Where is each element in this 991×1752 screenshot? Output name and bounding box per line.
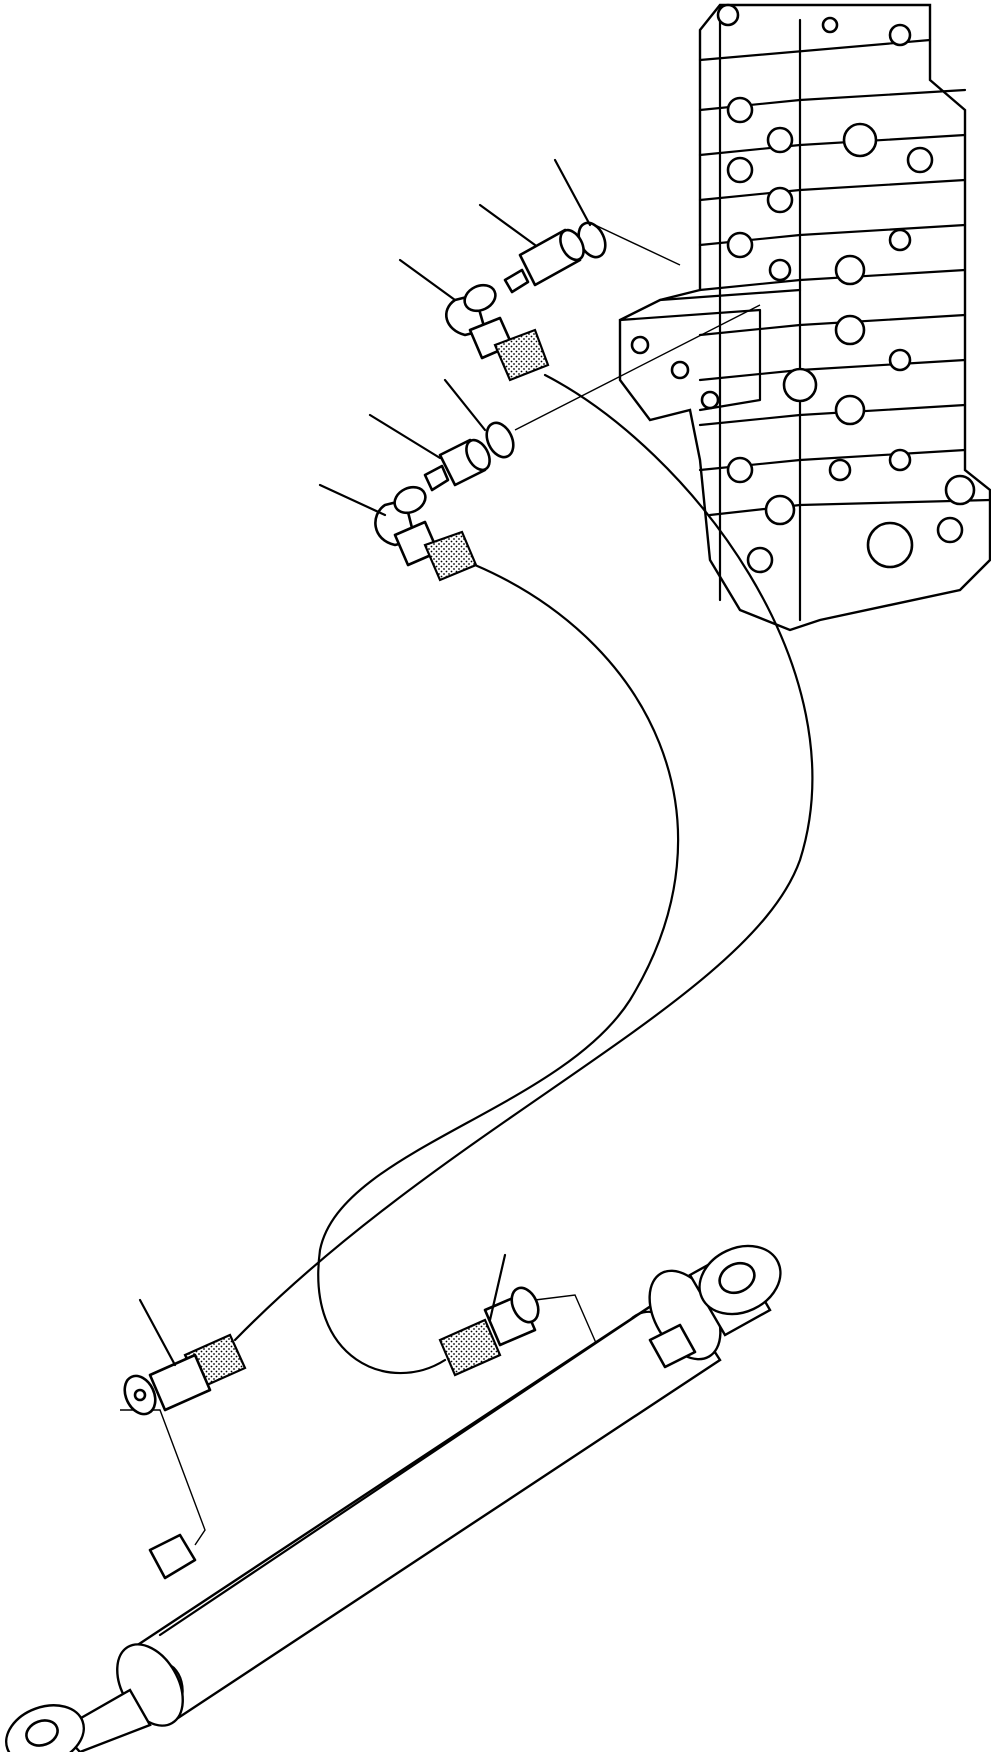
hose-end-2 [438, 1286, 540, 1377]
adapter-1 [503, 228, 585, 294]
leader-lines [138, 158, 592, 1367]
elbow-fitting-1 [445, 283, 550, 382]
adapter-2 [423, 438, 491, 492]
hydraulic-cylinder [5, 1244, 782, 1752]
hose-2 [317, 563, 680, 1375]
hose-end-1 [123, 1333, 247, 1416]
o-ring-2 [485, 421, 515, 459]
hose-1 [233, 373, 814, 1342]
elbow-fitting-2 [374, 485, 478, 582]
control-valve [618, 3, 991, 632]
